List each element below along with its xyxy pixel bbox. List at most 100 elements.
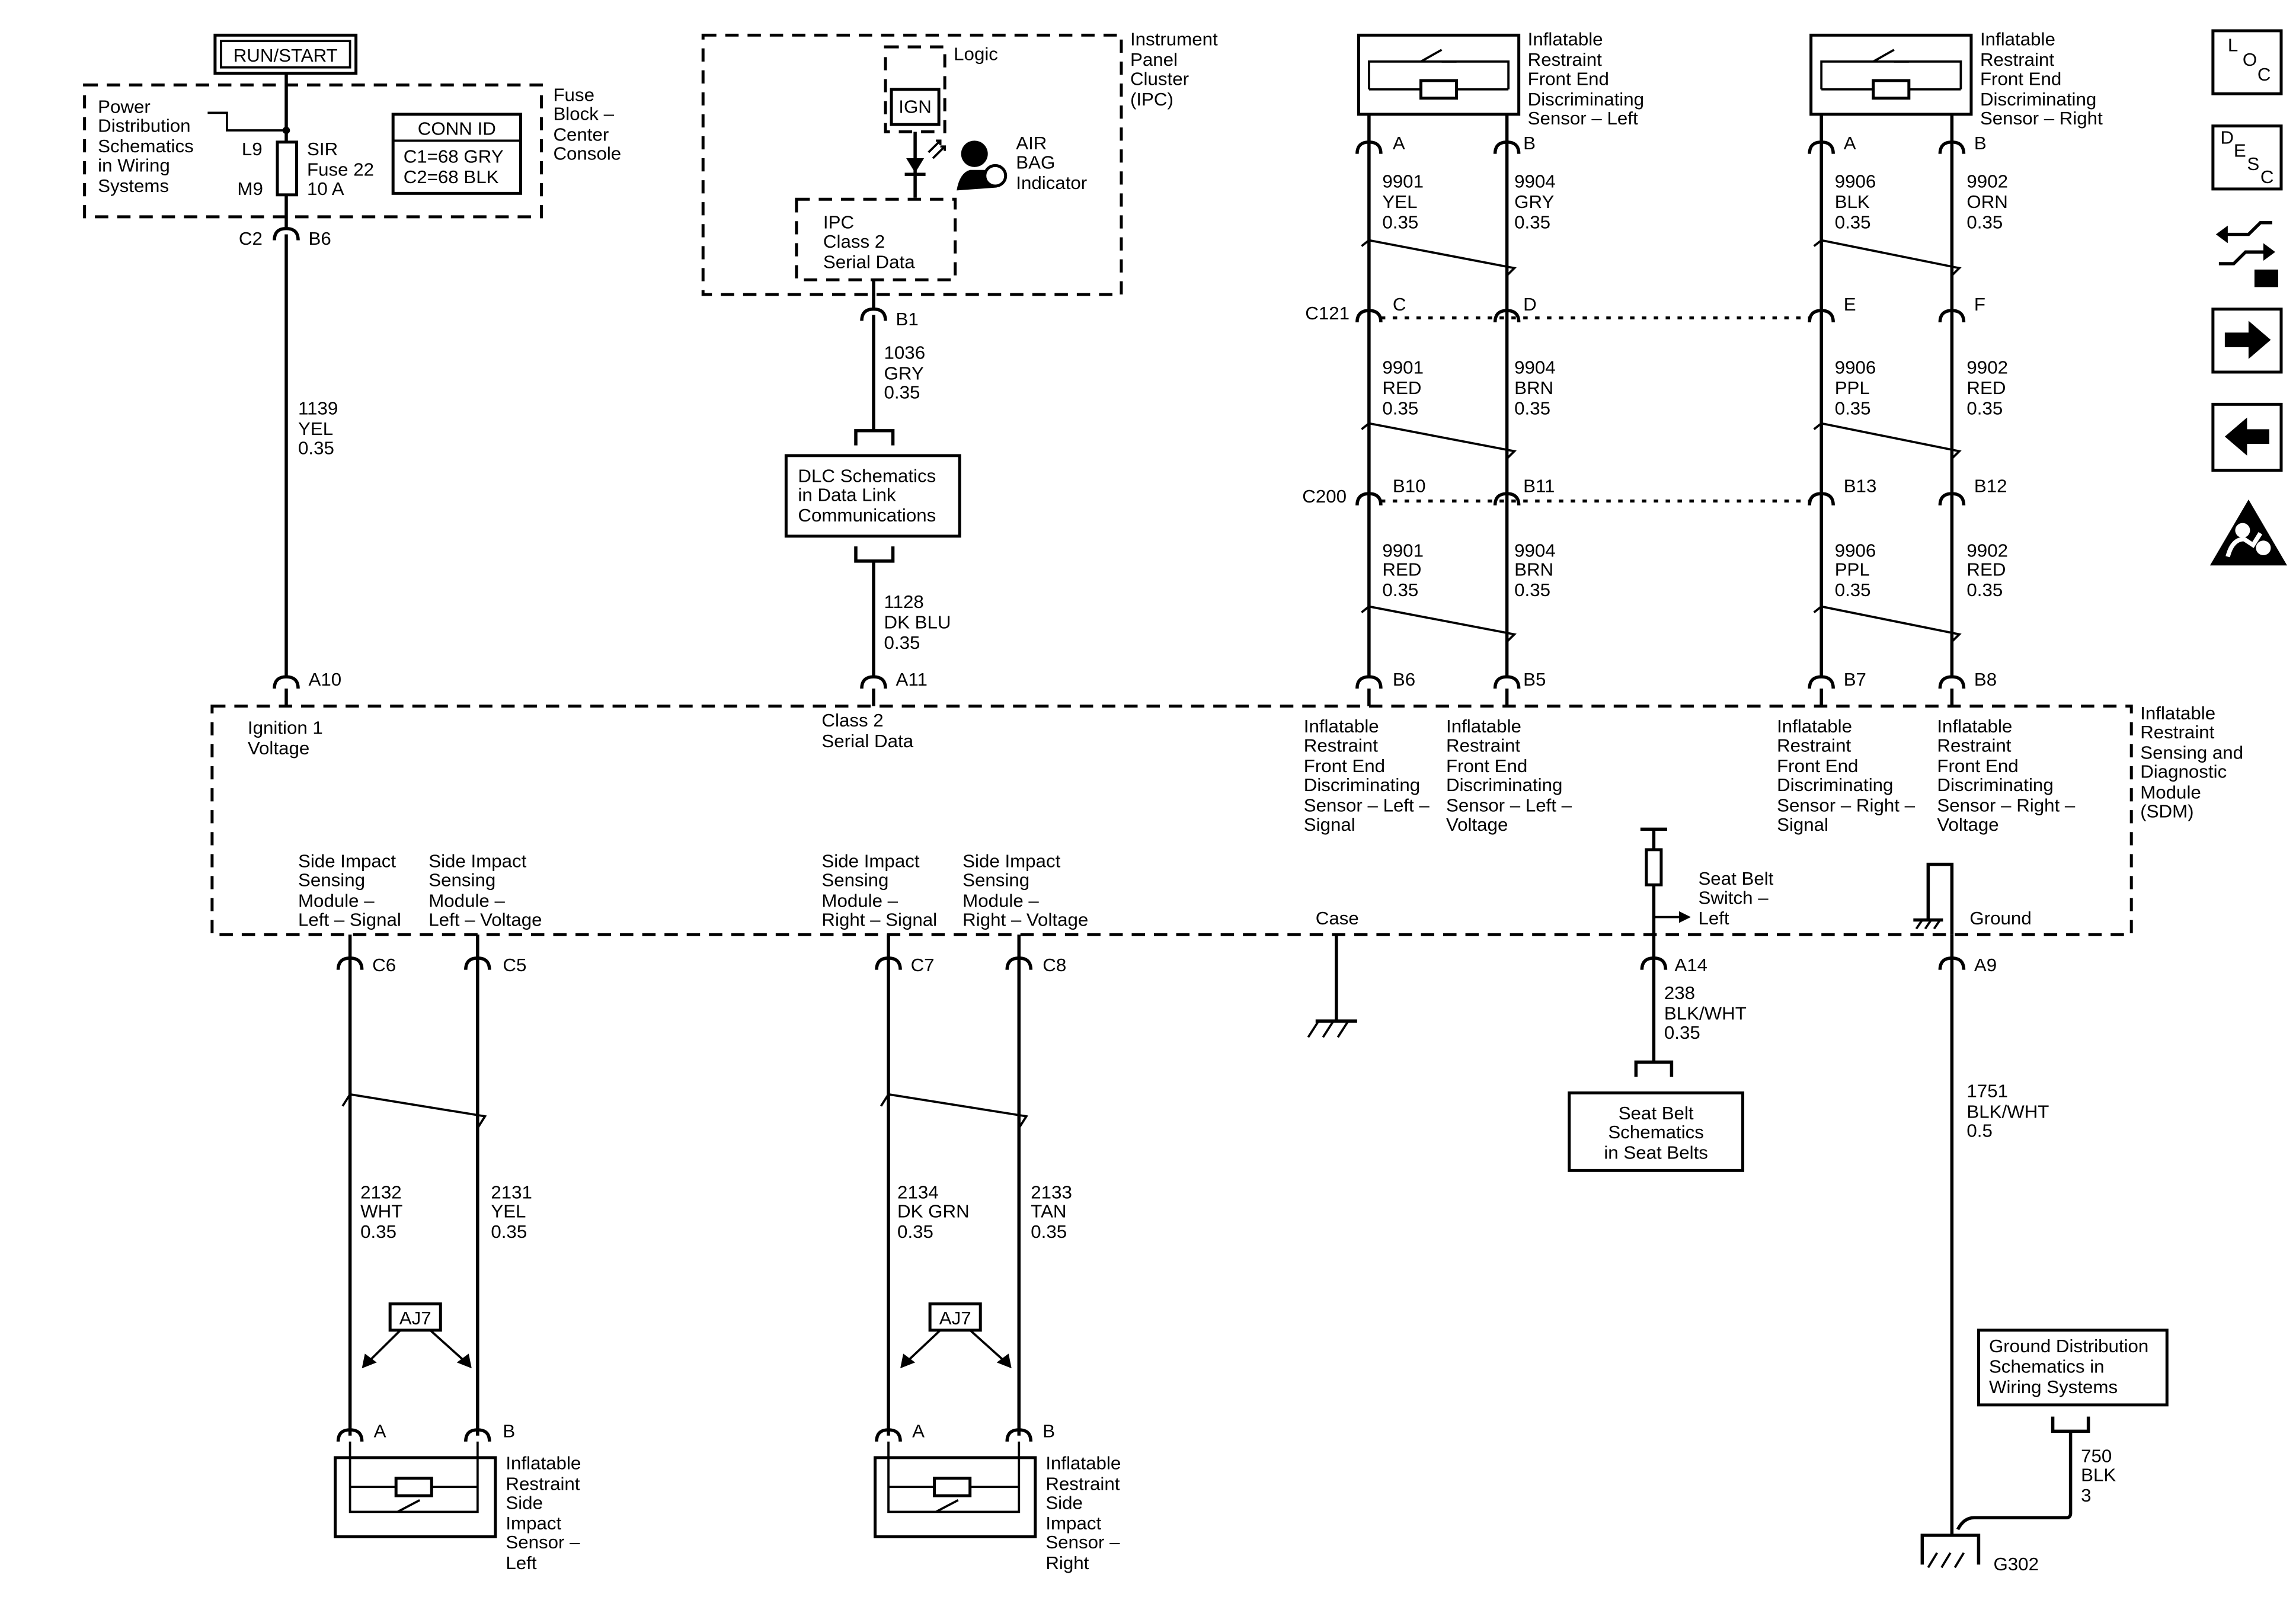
wire-text: 9902 [1966,357,2008,378]
swap-lower-line [2218,250,2272,265]
fuse-pin-l9: L9 [242,139,263,159]
ground-dist-line: Ground Distribution [1989,1336,2148,1356]
sl-sensor-line: Restraint [506,1473,580,1494]
pin-label-b: B [1523,133,1536,153]
wire-text: ORN [1966,191,2007,212]
sdm-pin-text: Right – Signal [821,910,937,930]
wire-text: 0.35 [360,1221,396,1242]
desc-frame [2211,124,2283,191]
twisted-pair-marker [341,1093,487,1129]
ipc-inner-line: IPC [823,212,854,233]
loc-frame [2211,29,2283,95]
side-right-sensor-switch [935,1499,959,1513]
aj7-label: AJ7 [399,1308,431,1329]
sr-sensor-line: Impact [1045,1513,1101,1534]
fl-sensor-line: Restraint [1528,49,1602,70]
fuse-block-line: Block – [553,104,614,124]
wire-text: GRY [884,363,924,383]
twisted-pair-marker [1813,239,1962,277]
sdm-pin-text: Left – Voltage [428,910,542,930]
sdm-pin-text: Module – [298,890,375,911]
dlc-bottom-tab [854,546,895,563]
previous-arrow-icon[interactable] [2211,402,2283,472]
warning-airbag [2256,540,2271,555]
wire-text: YEL [298,418,333,439]
dlc-top-tab [854,429,895,446]
aj7-arrow-icon [456,1353,472,1369]
sdm-title-line: Sensing and [2140,742,2243,763]
twisted-pair-marker [1813,605,1962,643]
desc-letter: E [2234,140,2246,161]
sdm-pin-text: Inflatable [1937,716,2012,737]
next-arrow-icon[interactable] [2211,308,2283,374]
wire-text: WHT [360,1201,402,1222]
wire-text: RED [1966,377,2006,398]
warning-figure-head [2235,523,2250,538]
pin-label-c7: C7 [911,955,935,975]
sdm-pin-text: Sensor – Left – [1304,795,1430,816]
connector-label-c121: C121 [1305,303,1350,324]
sdm-pin-text: Restraint [1777,735,1851,756]
wire-text: 238 [1664,982,1695,1003]
sl-sensor-line: Inflatable [506,1453,581,1474]
sdm-pin-text: Right – Voltage [962,910,1088,930]
wire-text: 3 [2081,1485,2091,1506]
wire-text: 1751 [1966,1081,2008,1102]
wire-label-1036: 1036 GRY 0.35 [884,343,926,403]
fl-sensor-line: Sensor – Left [1528,108,1638,129]
seatbelt-schematics-box [1568,1091,1745,1172]
desc-icon[interactable]: D E S C [2211,124,2283,191]
aj7-arrow-icon [362,1353,377,1369]
fuse-block-line: Center [553,124,609,145]
wire-text: 0.35 [1514,398,1550,419]
loc-icon[interactable]: L O C [2211,29,2283,95]
power-section: RUN/START Power Distribution Schematics … [83,33,621,677]
sdm-pin-text: Voltage [1937,814,1998,835]
ipc-title-line: Panel [1130,49,1178,70]
desc-letter: C [2260,167,2274,187]
wire-text: PPL [1835,377,1870,398]
aj7-arrow-icon [996,1353,1012,1369]
sdm-pin-text: Sensing [962,870,1029,891]
ipc-class2-block [795,197,957,281]
sr-sensor-line: Restraint [1045,1473,1120,1494]
led-light-rays-icon [928,139,946,159]
sdm-pin-text: Side Impact [298,851,396,872]
sdm-pin-text: Module – [428,890,505,911]
airbag-warning-icon[interactable] [2209,500,2287,566]
front-left-sensor-resistor [1419,79,1459,100]
pin-label-b6: B6 [309,228,331,249]
pin-label-b13: B13 [1844,476,1877,497]
splice-dot [282,126,290,135]
ground-frame [1920,1534,1981,1565]
dlc-line: Communications [798,505,936,526]
pd-line: Distribution [98,116,190,136]
dlc-line: DLC Schematics [798,466,936,486]
ipc-title-line: Instrument [1130,29,1218,50]
wire-text: PPL [1835,559,1870,580]
sr-sensor-line: Right [1045,1553,1089,1573]
wire-text: RED [1382,377,1421,398]
connector-label-c200: C200 [1302,486,1347,507]
pd-line: in Wiring [98,155,170,175]
connector-c8 [1005,956,1033,970]
sdm-pin-text: Sensing [298,870,365,891]
sdm-pin-text: Sensor – Right – [1937,795,2076,816]
connector-pin-a [875,1428,902,1442]
chassis-ground-icon [1913,918,1943,930]
wire-text: 1128 [884,591,924,612]
sdm-ignition-line: Voltage [248,738,309,758]
sdm-title-line: Diagnostic [2140,761,2227,782]
wire-text: 2133 [1031,1182,1072,1202]
case-ground [1307,934,1357,1038]
sdm-pin-text: Signal [1777,814,1828,835]
wire-text: 0.5 [1966,1121,1992,1141]
sdm-pin-text: Inflatable [1777,716,1852,737]
switch-arrow-icon [1678,911,1691,923]
connector-swap-icon[interactable] [2215,221,2278,287]
conn-id-line: C1=68 GRY [404,146,504,167]
sdm-class2-line: Serial Data [821,731,913,751]
desc-letter: S [2247,153,2259,174]
ign-box [890,88,941,126]
sdm-pin-text: Inflatable [1446,716,1521,737]
